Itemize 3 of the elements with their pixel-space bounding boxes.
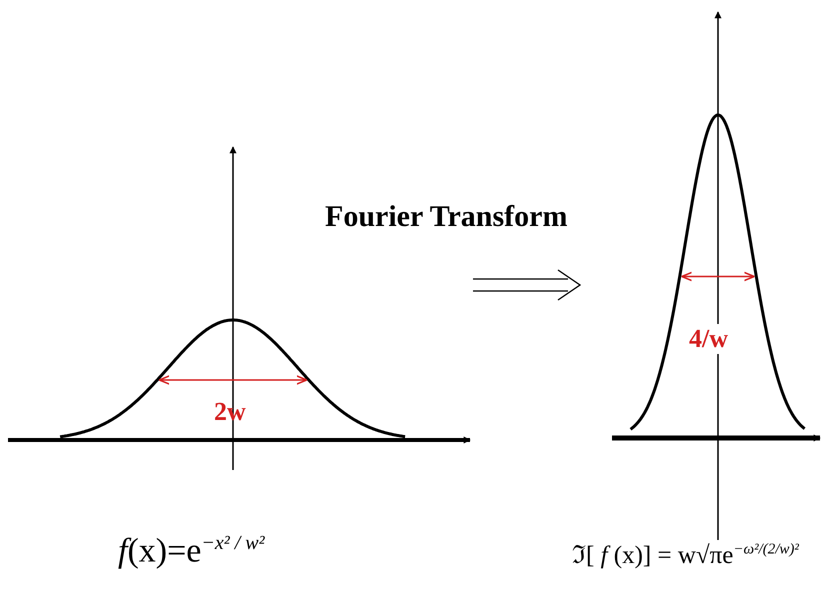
formula: f(x)=e$^{−x² / w²}$ [118,532,265,570]
width-label: 4/w [689,324,728,354]
formula: ℑ[ f (x)] = w√πe$^{−ω²/(2/w)²}$ [572,540,799,570]
